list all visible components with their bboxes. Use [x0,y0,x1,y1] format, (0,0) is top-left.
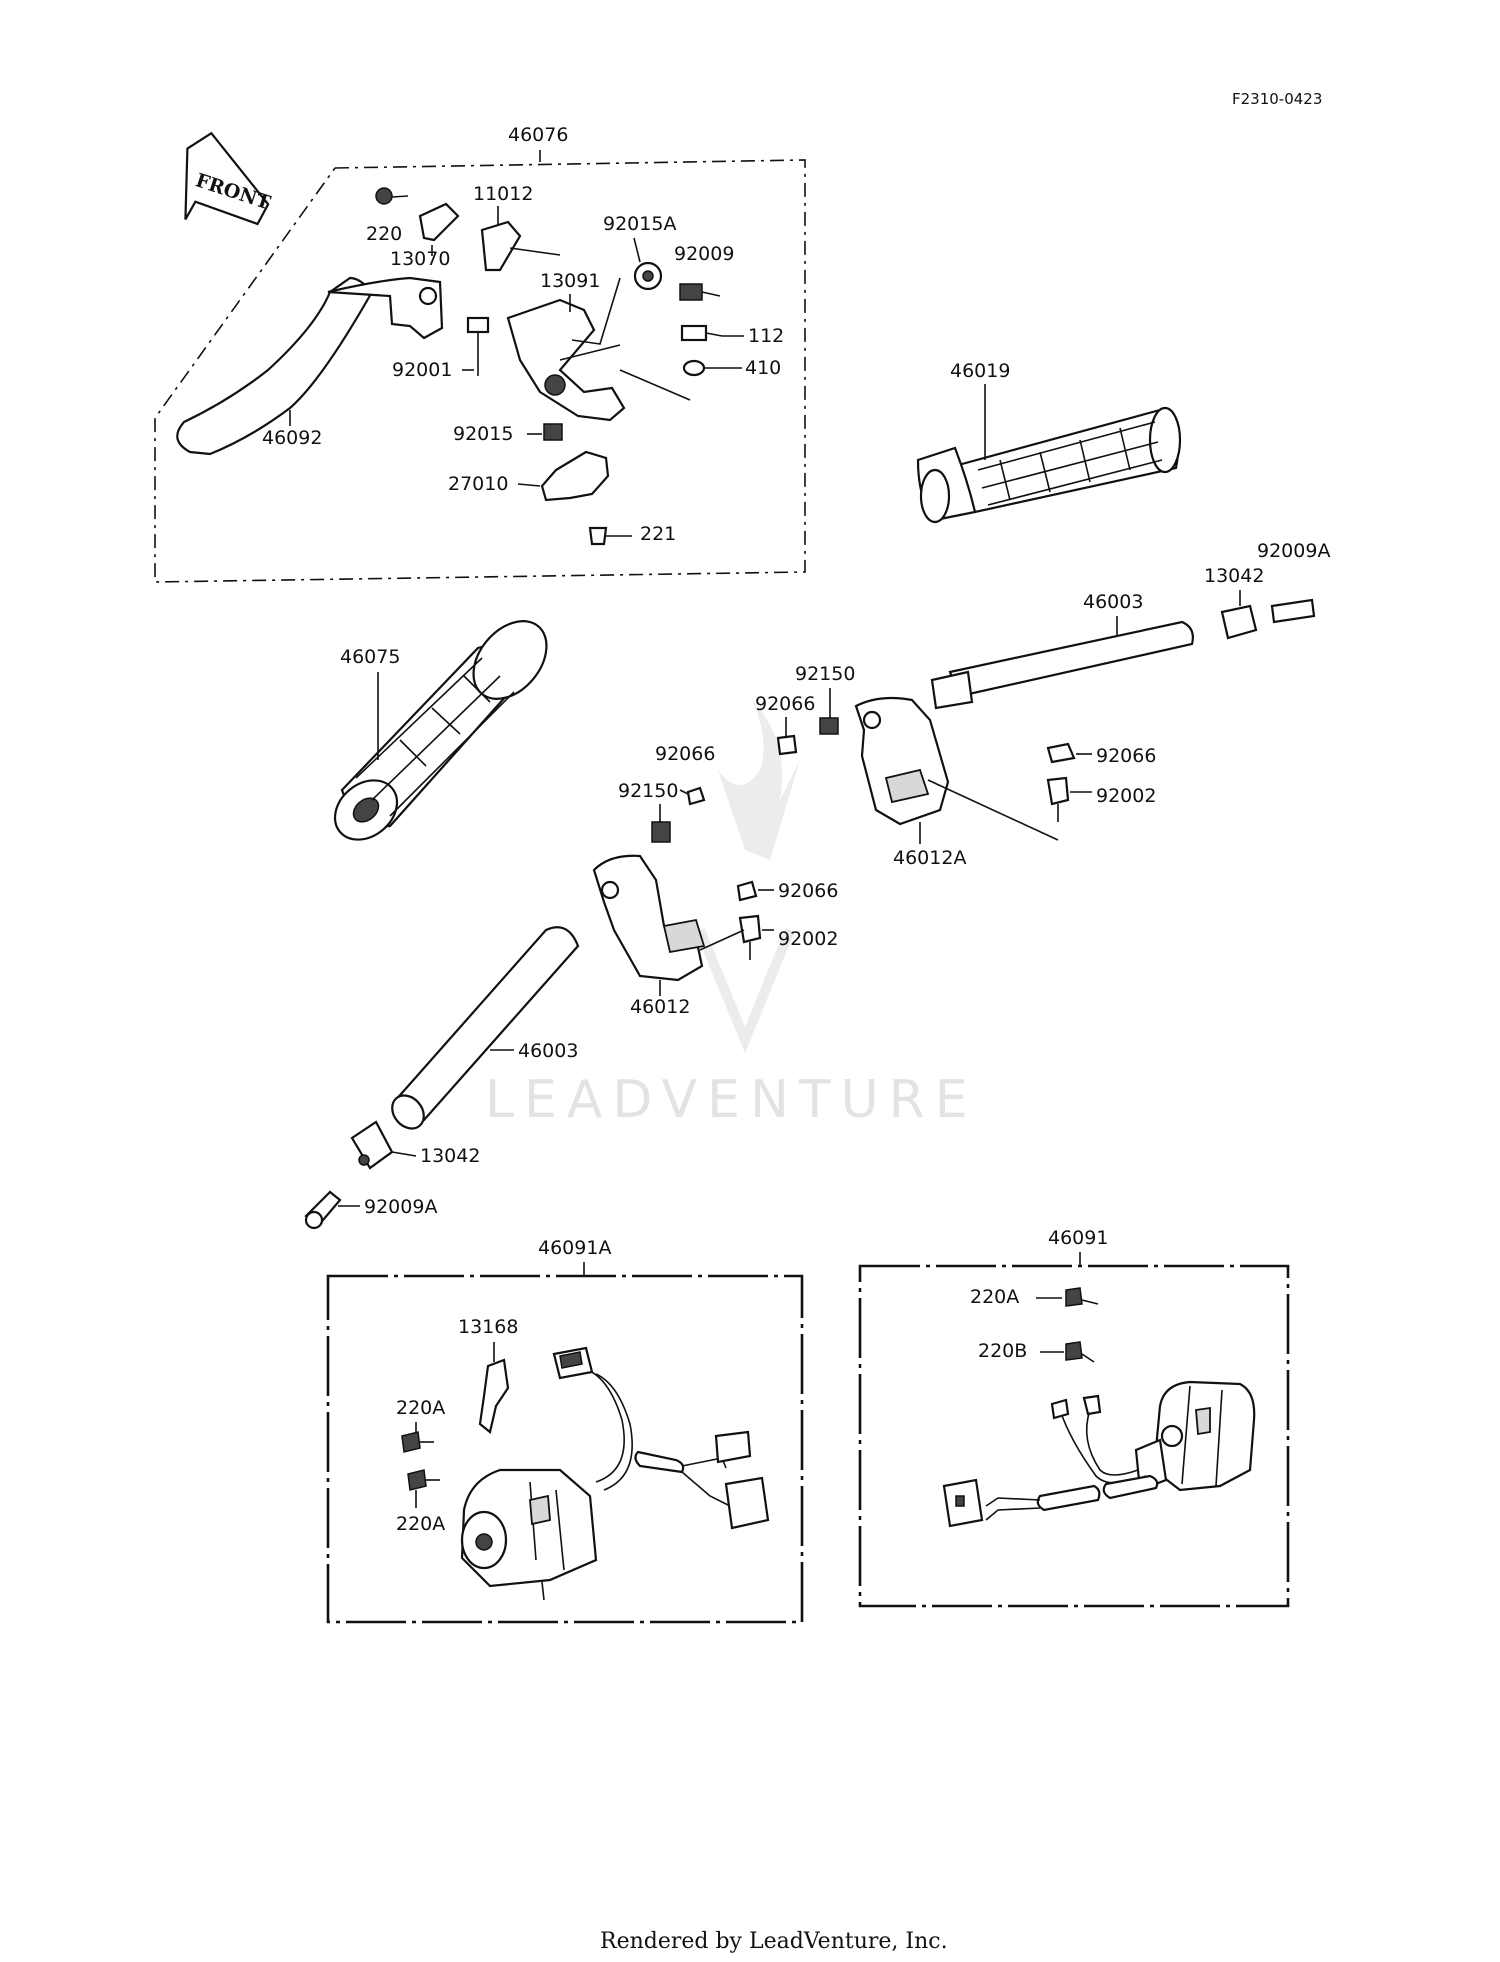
callout-13091: 13091 [540,270,600,292]
callout-92066-right-1: 92066 [755,693,815,715]
callout-13070: 13070 [390,248,450,270]
callout-220A-1: 220A [396,1397,445,1419]
throttle-left: 92066 92150 46012 92066 92002 46003 1304… [304,743,838,1230]
callout-92002-right: 92002 [1096,785,1156,807]
callout-92066-right-2: 92066 [1096,745,1156,767]
grip-46019: 46019 [916,360,1182,524]
callout-46012: 46012 [630,996,690,1018]
callout-46075: 46075 [340,646,400,668]
callout-220A-right: 220A [970,1286,1019,1308]
watermark: LEADVENTURE [485,700,978,1130]
front-arrow: FRONT [184,131,273,226]
callout-92001: 92001 [392,359,452,381]
callout-92015A: 92015A [603,213,676,235]
callout-220A-2: 220A [396,1513,445,1535]
callout-46003-right: 46003 [1083,591,1143,613]
callout-46012A: 46012A [893,847,966,869]
watermark-text: LEADVENTURE [485,1070,978,1130]
callout-112: 112 [748,325,784,347]
callout-92150-right: 92150 [795,663,855,685]
callout-221: 221 [640,523,676,545]
callout-46091: 46091 [1048,1227,1108,1249]
callout-13042-right: 13042 [1204,565,1264,587]
callout-92015: 92015 [453,423,513,445]
callout-92150-left: 92150 [618,780,678,802]
callout-220: 220 [366,223,402,245]
callout-92066-left-1: 92066 [655,743,715,765]
callout-13168: 13168 [458,1316,518,1338]
callout-11012: 11012 [473,183,533,205]
diagram-code: F2310-0423 [1232,90,1322,108]
throttle-right: 92009A 13042 46003 92150 92066 46012A 92… [755,540,1330,869]
screw-220 [375,187,409,205]
callout-92066-left-2: 92066 [778,880,838,902]
callout-410: 410 [745,357,781,379]
callout-46003-left: 46003 [518,1040,578,1062]
callout-92009A-left: 92009A [364,1196,437,1218]
callout-92009: 92009 [674,243,734,265]
callout-220B: 220B [978,1340,1027,1362]
callout-92009A-right: 92009A [1257,540,1330,562]
callout-46091A: 46091A [538,1237,611,1259]
callout-27010: 27010 [448,473,508,495]
switch-assembly-46091A: 46091A 13168 220A 220A [326,1237,804,1624]
callout-92002-left: 92002 [778,928,838,950]
switch-assembly-46091: 46091 220A 220B [858,1227,1290,1608]
callout-46019: 46019 [950,360,1010,382]
footer-credit: Rendered by LeadVenture, Inc. [600,1929,948,1954]
callout-13042-left: 13042 [420,1145,480,1167]
grip-46075: 46075 [333,620,548,841]
lever-assembly-46076: 46076 46092 220 13070 11012 92015A 92 [154,124,806,583]
callout-46092: 46092 [262,427,322,449]
callout-46076: 46076 [508,124,568,146]
